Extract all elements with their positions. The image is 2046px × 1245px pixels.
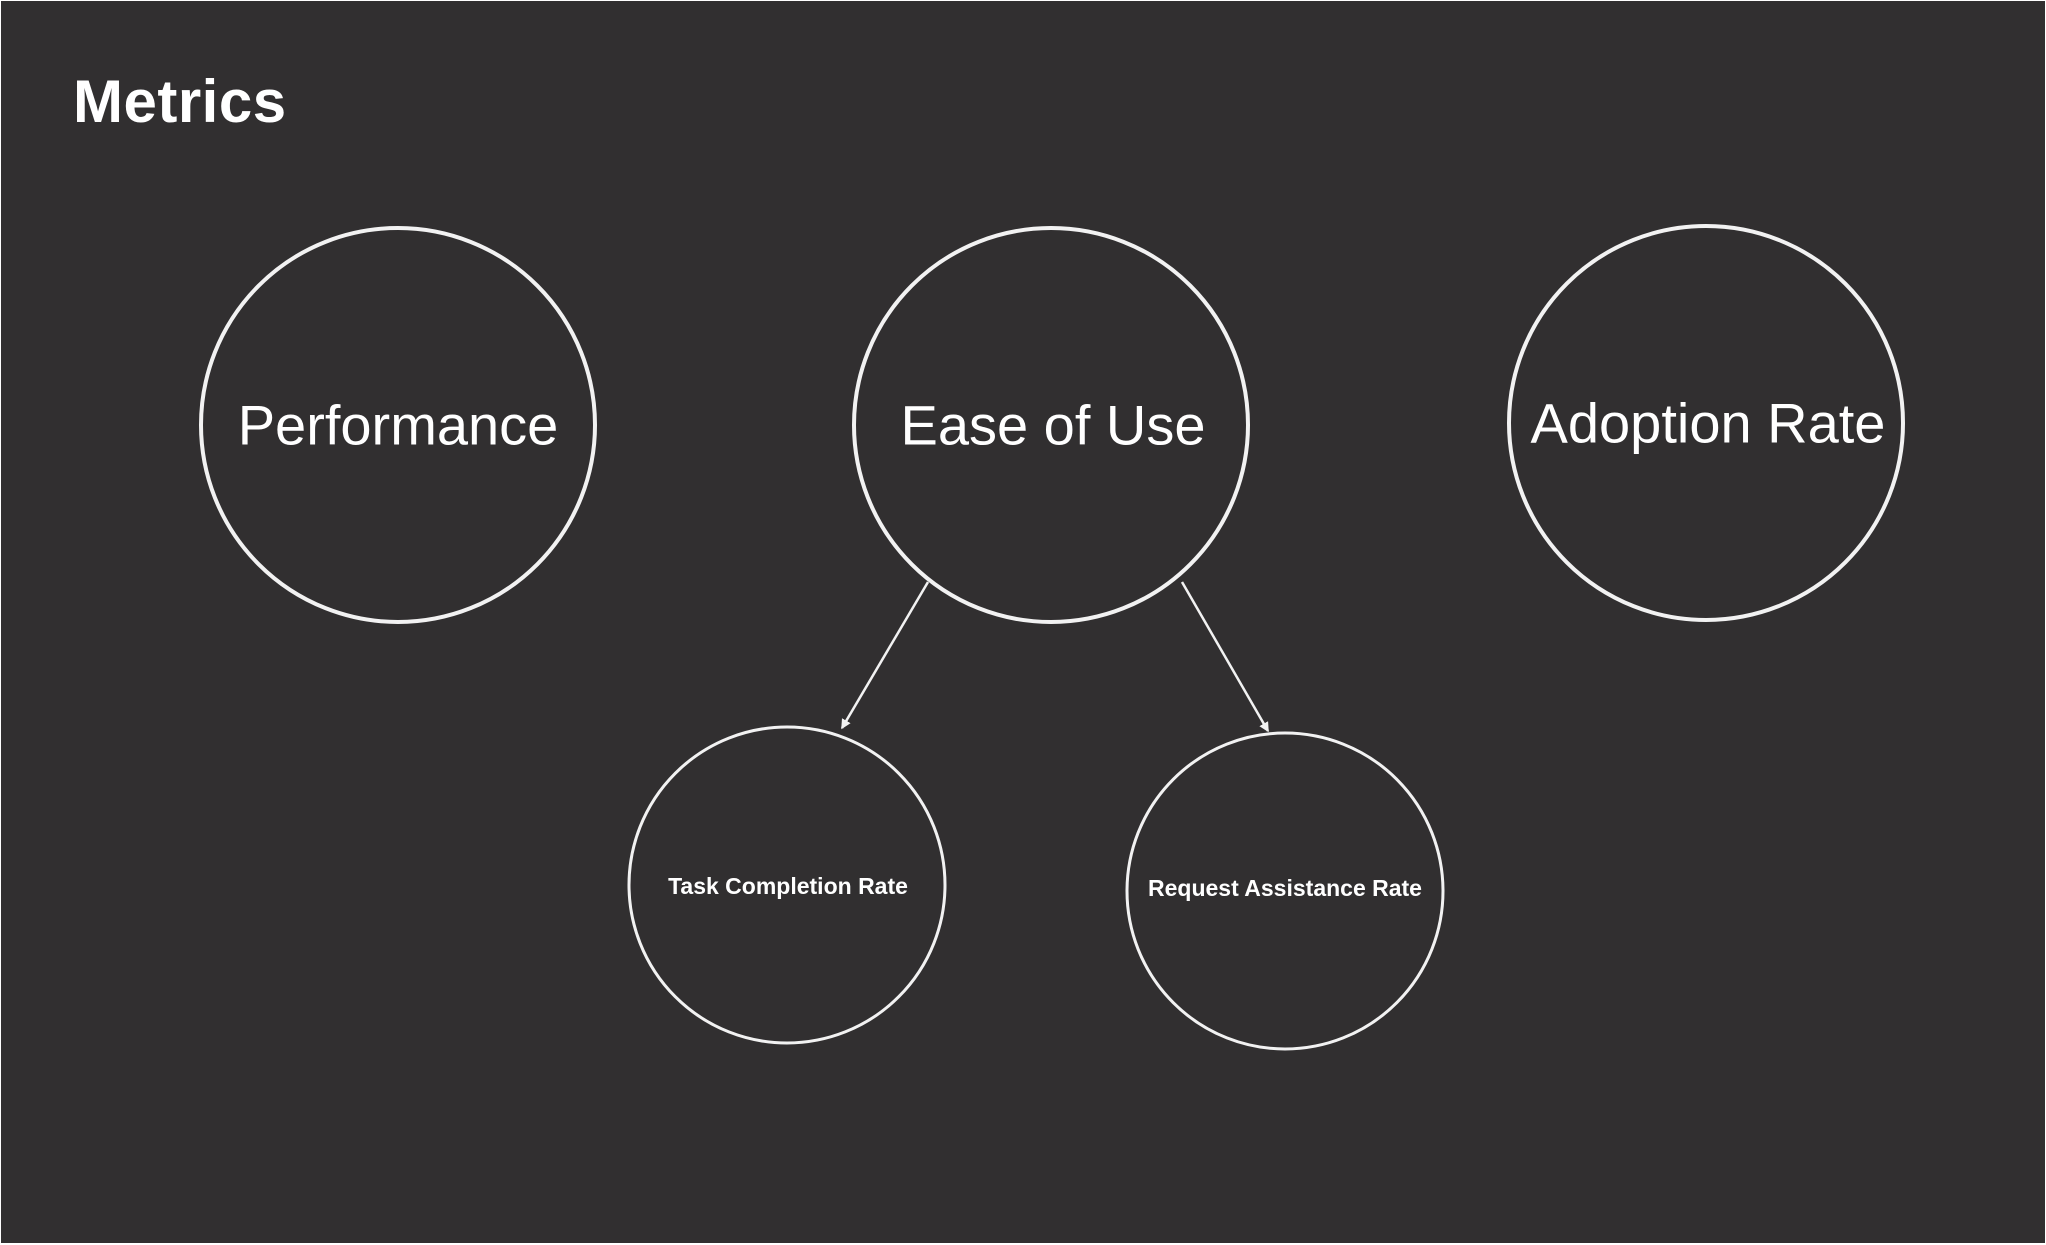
- edge-ease-to-task-completion: [840, 581, 930, 730]
- edge-ease-to-request-assistance: [1180, 581, 1270, 733]
- request-assistance-rate-label: Request Assistance Rate: [1148, 875, 1422, 901]
- node-request-assistance-rate: Request Assistance Rate: [1125, 731, 1445, 1051]
- node-task-completion-rate: Task Completion Rate: [627, 725, 947, 1045]
- task-completion-rate-circle: [627, 725, 947, 1045]
- node-ease-of-use: Ease of Use: [852, 226, 1250, 624]
- ease-of-use-label: Ease of Use: [900, 394, 1205, 457]
- adoption-rate-label: Adoption Rate: [1531, 392, 1886, 455]
- ease-of-use-circle: [852, 226, 1250, 624]
- performance-circle: [199, 226, 597, 624]
- page-title: Metrics: [73, 68, 287, 135]
- request-assistance-rate-circle: [1125, 731, 1445, 1051]
- node-adoption-rate: Adoption Rate: [1507, 224, 1905, 622]
- node-performance: Performance: [199, 226, 597, 624]
- adoption-rate-circle: [1507, 224, 1905, 622]
- performance-label: Performance: [238, 394, 559, 457]
- task-completion-rate-label: Task Completion Rate: [668, 873, 908, 899]
